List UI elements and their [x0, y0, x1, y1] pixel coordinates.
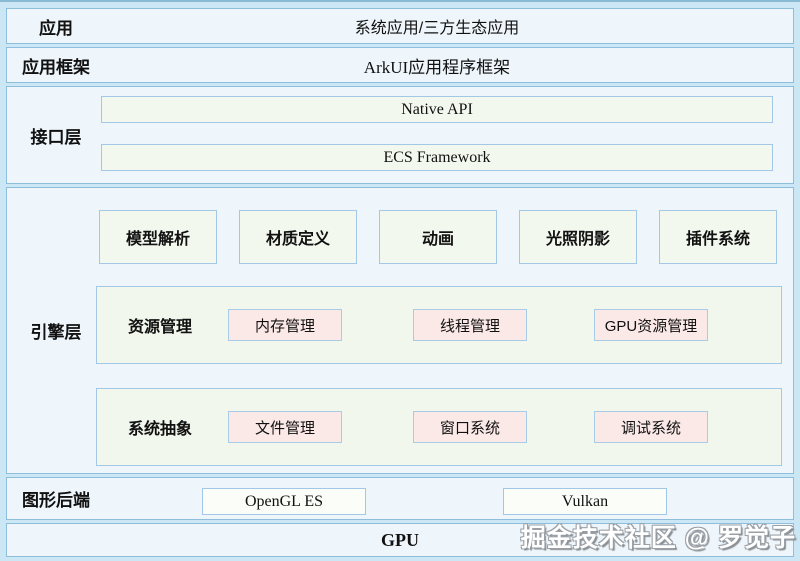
system-abstraction-label: 系统抽象 [128, 421, 193, 438]
gpu-resource-management-box: GPU资源管理 [594, 309, 708, 341]
app-content-text: 系统应用/三方生态应用 [354, 20, 520, 37]
module-box-material-definition: 材质定义 [239, 210, 357, 264]
ecs-framework-box: ECS Framework [101, 144, 773, 171]
resource-management-group: 资源管理 内存管理 线程管理 GPU资源管理 [96, 286, 782, 364]
engine-modules-row: 模型解析 材质定义 动画 光照阴影 插件系统 [99, 210, 777, 264]
vulkan-box: Vulkan [503, 488, 667, 515]
file-management-box: 文件管理 [228, 411, 342, 443]
system-abstraction-group: 系统抽象 文件管理 窗口系统 调试系统 [96, 388, 782, 466]
module-box-model-parsing: 模型解析 [99, 210, 217, 264]
module-box-lighting-shadow: 光照阴影 [519, 210, 637, 264]
memory-management-box: 内存管理 [228, 309, 342, 341]
layer-row-interface: 接口层 Native API ECS Framework [6, 86, 794, 184]
debug-system-box: 调试系统 [594, 411, 708, 443]
layer-label-framework: 应用框架 [22, 57, 90, 77]
layer-row-app: 应用 系统应用/三方生态应用 [6, 8, 794, 44]
layer-row-backend: 图形后端 OpenGL ES Vulkan [6, 477, 794, 520]
native-api-box: Native API [101, 96, 773, 123]
layer-label-engine: 引擎层 [30, 323, 82, 342]
module-box-plugin-system: 插件系统 [659, 210, 777, 264]
module-box-animation: 动画 [379, 210, 497, 264]
watermark-text: 掘金技术社区 @ 罗觉子 [520, 524, 796, 552]
resource-management-label: 资源管理 [128, 319, 193, 336]
layer-label-backend: 图形后端 [22, 491, 90, 510]
window-system-box: 窗口系统 [413, 411, 527, 443]
thread-management-box: 线程管理 [413, 309, 527, 341]
layer-label-interface: 接口层 [30, 127, 82, 147]
layer-row-engine: 引擎层 模型解析 材质定义 动画 光照阴影 插件系统 资源管理 内存管理 线程管… [6, 187, 794, 474]
layer-row-framework: 应用框架 ArkUI应用程序框架 [6, 47, 794, 83]
framework-content-text: ArkUI应用程序框架 [363, 57, 511, 77]
gpu-label: GPU [381, 529, 419, 550]
layer-label-app: 应用 [39, 18, 73, 38]
opengl-es-box: OpenGL ES [202, 488, 366, 515]
layer-row-gpu: GPU [6, 523, 794, 557]
